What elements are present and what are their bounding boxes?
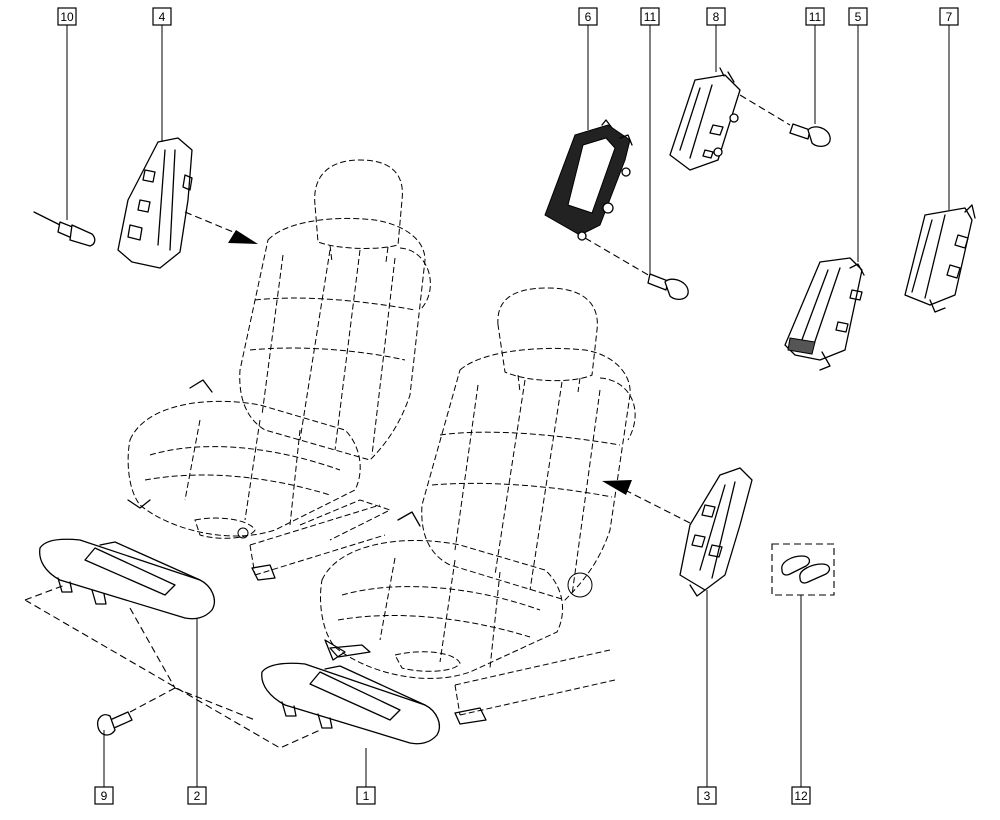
svg-text:9: 9	[101, 789, 108, 803]
leader-lines	[66, 25, 950, 787]
part-11a-bolt	[647, 273, 689, 301]
svg-text:11: 11	[644, 10, 657, 24]
part-7-side-trim	[904, 204, 976, 313]
callout-12: 12	[791, 786, 811, 805]
svg-text:1: 1	[363, 789, 370, 803]
svg-text:5: 5	[855, 10, 862, 24]
callout-11b: 11	[805, 7, 825, 26]
callout-2: 2	[187, 786, 207, 805]
callout-3: 3	[697, 786, 717, 805]
svg-text:8: 8	[713, 10, 720, 24]
part-1-sill-trim	[261, 662, 440, 745]
callout-11a: 11	[640, 7, 660, 26]
assembly-lines	[24, 94, 791, 749]
svg-text:11: 11	[809, 10, 822, 24]
left-seat-outline	[127, 159, 431, 581]
part-3-side-panel	[679, 467, 753, 597]
part-4-side-trim	[117, 137, 193, 269]
part-11b-bolt	[789, 123, 831, 148]
callout-1: 1	[356, 786, 376, 805]
part-9-bolt	[97, 711, 133, 736]
svg-text:4: 4	[159, 10, 166, 24]
svg-text:3: 3	[704, 789, 711, 803]
svg-text:12: 12	[794, 789, 808, 803]
callout-5: 5	[848, 7, 868, 26]
svg-text:10: 10	[60, 10, 74, 24]
callout-4: 4	[152, 7, 172, 26]
part-8-airbag-module	[669, 67, 741, 171]
part-10-rivet	[33, 211, 96, 247]
callout-7: 7	[939, 7, 959, 26]
svg-text:7: 7	[946, 10, 953, 24]
svg-text:6: 6	[585, 10, 592, 24]
right-seat-outline	[320, 287, 636, 725]
part-2-sill-trim	[39, 538, 215, 620]
part-12-clips	[771, 543, 835, 596]
callout-8: 8	[706, 7, 726, 26]
svg-text:2: 2	[194, 789, 201, 803]
callout-6: 6	[578, 7, 598, 26]
part-5-side-trim	[784, 257, 865, 371]
callout-9: 9	[94, 786, 114, 805]
callout-10: 10	[57, 7, 77, 26]
part-6-airbag-module	[544, 119, 633, 241]
